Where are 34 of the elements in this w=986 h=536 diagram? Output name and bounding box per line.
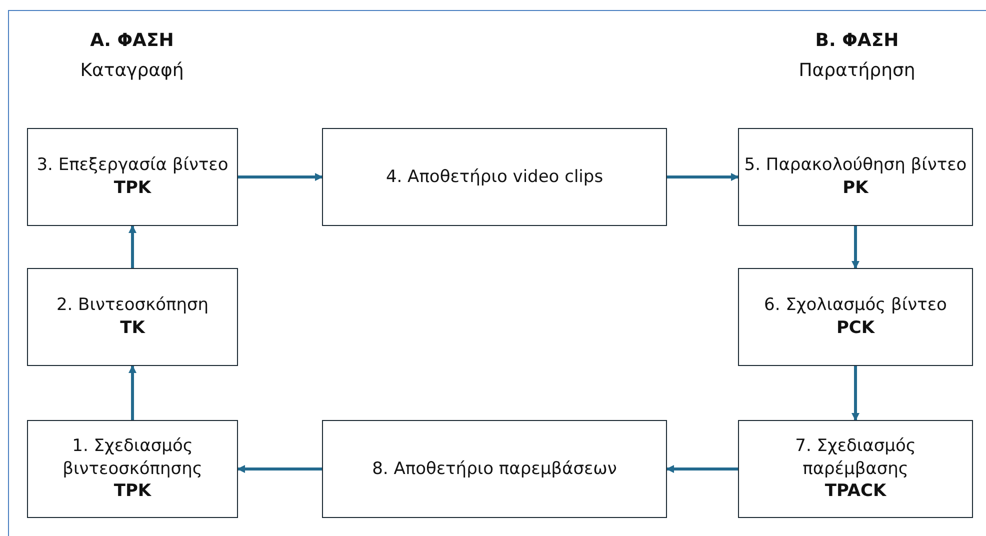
phase-subtitle: Παρατήρηση bbox=[798, 60, 916, 81]
arrow bbox=[667, 173, 739, 181]
phase-subtitle: Καταγραφή bbox=[79, 60, 185, 81]
step-label: 8. Αποθετήριο παρεμβάσεων bbox=[372, 458, 617, 480]
arrow bbox=[666, 465, 738, 473]
step-label: 2. Βιντεοσκόπηση bbox=[56, 294, 209, 317]
process-box bbox=[27, 420, 238, 518]
process-box bbox=[322, 420, 667, 518]
step-label: 5. Παρακολούθηση βίντεο bbox=[744, 154, 967, 177]
step-label: 1. Σχεδιασμός βιντεοσκόπησης bbox=[62, 434, 204, 480]
process-box bbox=[738, 420, 973, 518]
process-box bbox=[322, 128, 667, 226]
code-label: TPACK bbox=[824, 480, 886, 504]
phase-heading: Β. ΦΑΣΗ bbox=[814, 30, 900, 51]
code-label: TPK bbox=[114, 177, 152, 200]
process-box bbox=[27, 268, 238, 366]
arrow bbox=[238, 173, 323, 181]
process-box bbox=[27, 128, 238, 226]
code-label: PK bbox=[842, 177, 868, 200]
step-label: 4. Αποθετήριο video clips bbox=[386, 166, 604, 188]
step-label: 3. Επεξεργασία βίντεο bbox=[36, 154, 228, 177]
code-label: TPK bbox=[114, 480, 152, 504]
code-label: PCK bbox=[836, 317, 875, 340]
step-label: 7. Σχεδιασμός παρέμβασης bbox=[794, 434, 917, 480]
arrow bbox=[852, 366, 860, 421]
arrow bbox=[852, 226, 860, 269]
process-box bbox=[738, 268, 973, 366]
code-label: TK bbox=[120, 317, 145, 340]
step-label: 6. Σχολιασμός βίντεο bbox=[764, 294, 947, 317]
process-box bbox=[738, 128, 973, 226]
arrow bbox=[128, 225, 136, 268]
phase-heading: Α. ΦΑΣΗ bbox=[89, 30, 175, 51]
arrow bbox=[128, 365, 136, 420]
arrow bbox=[237, 465, 322, 473]
